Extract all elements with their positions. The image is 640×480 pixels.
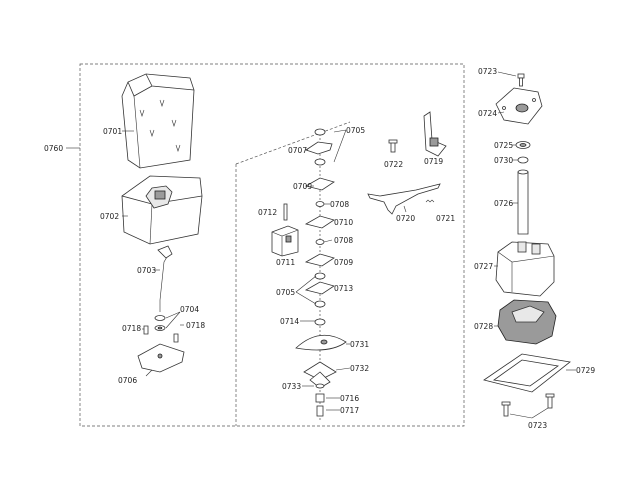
label-0713: 0713 <box>334 284 353 293</box>
part-motor-0728 <box>497 299 557 345</box>
label-0760: 0760 <box>44 144 63 153</box>
label-0725: 0725 <box>494 141 513 150</box>
label-0703: 0703 <box>137 266 156 275</box>
label-0732: 0732 <box>350 364 369 373</box>
label-0719: 0719 <box>424 157 443 166</box>
label-0705-bottom: 0705 <box>276 288 295 297</box>
part-motor-housing-0727 <box>495 241 555 297</box>
label-0710: 0710 <box>334 218 353 227</box>
label-0701: 0701 <box>103 127 122 136</box>
label-0731: 0731 <box>350 340 369 349</box>
label-0723-top: 0723 <box>478 67 497 76</box>
part-mount-plate-0724 <box>495 87 543 125</box>
label-0707: 0707 <box>288 146 307 155</box>
label-0726: 0726 <box>494 199 513 208</box>
label-0709-bottom: 0709 <box>334 258 353 267</box>
part-washers-0704 <box>142 311 184 343</box>
label-0728: 0728 <box>474 322 493 331</box>
label-0729: 0729 <box>576 366 595 375</box>
label-0716: 0716 <box>340 394 359 403</box>
label-0711: 0711 <box>276 258 295 267</box>
label-0704: 0704 <box>180 305 199 314</box>
label-0702: 0702 <box>100 212 119 221</box>
label-0714: 0714 <box>280 317 299 326</box>
label-0718-left: 0718 <box>122 324 141 333</box>
part-pin-0712 <box>283 203 288 221</box>
part-ice-tray <box>121 175 203 245</box>
part-block-0711 <box>271 225 299 257</box>
part-shaft-0726 <box>517 169 529 235</box>
part-cam-stack <box>295 128 347 420</box>
part-bracket-0719 <box>423 111 447 157</box>
part-gasket-frame-0729 <box>483 353 571 393</box>
part-shaft-rod <box>154 245 173 312</box>
label-0724: 0724 <box>478 109 497 118</box>
label-0708-bottom: 0708 <box>334 236 353 245</box>
part-lever-arm-0720 <box>367 183 441 215</box>
part-bracket-plate <box>137 343 185 377</box>
part-screw-0723-top <box>497 71 525 87</box>
part-screws-0723-bottom <box>501 393 555 419</box>
assembly-outline <box>66 63 465 427</box>
part-impeller <box>303 361 351 389</box>
label-0721: 0721 <box>436 214 455 223</box>
part-washer-0725 <box>515 141 531 149</box>
label-0712: 0712 <box>258 208 277 217</box>
label-0705-top: 0705 <box>346 126 365 135</box>
part-spring-0721 <box>425 199 435 203</box>
label-0706: 0706 <box>118 376 137 385</box>
part-bushing-0730 <box>517 156 529 164</box>
label-0722: 0722 <box>384 160 403 169</box>
label-0708-top: 0708 <box>330 200 349 209</box>
label-0709-top: 0709 <box>293 182 312 191</box>
label-0723-bottom: 0723 <box>528 421 547 430</box>
part-screw-0722 <box>388 139 398 153</box>
label-0720: 0720 <box>396 214 415 223</box>
part-cam-disc <box>295 334 350 351</box>
label-0730: 0730 <box>494 156 513 165</box>
label-0718-right: 0718 <box>186 321 205 330</box>
label-0733: 0733 <box>282 382 301 391</box>
part-bottom-fasteners <box>302 383 340 417</box>
label-0727: 0727 <box>474 262 493 271</box>
label-0717: 0717 <box>340 406 359 415</box>
part-ice-bin-cover <box>121 73 195 169</box>
